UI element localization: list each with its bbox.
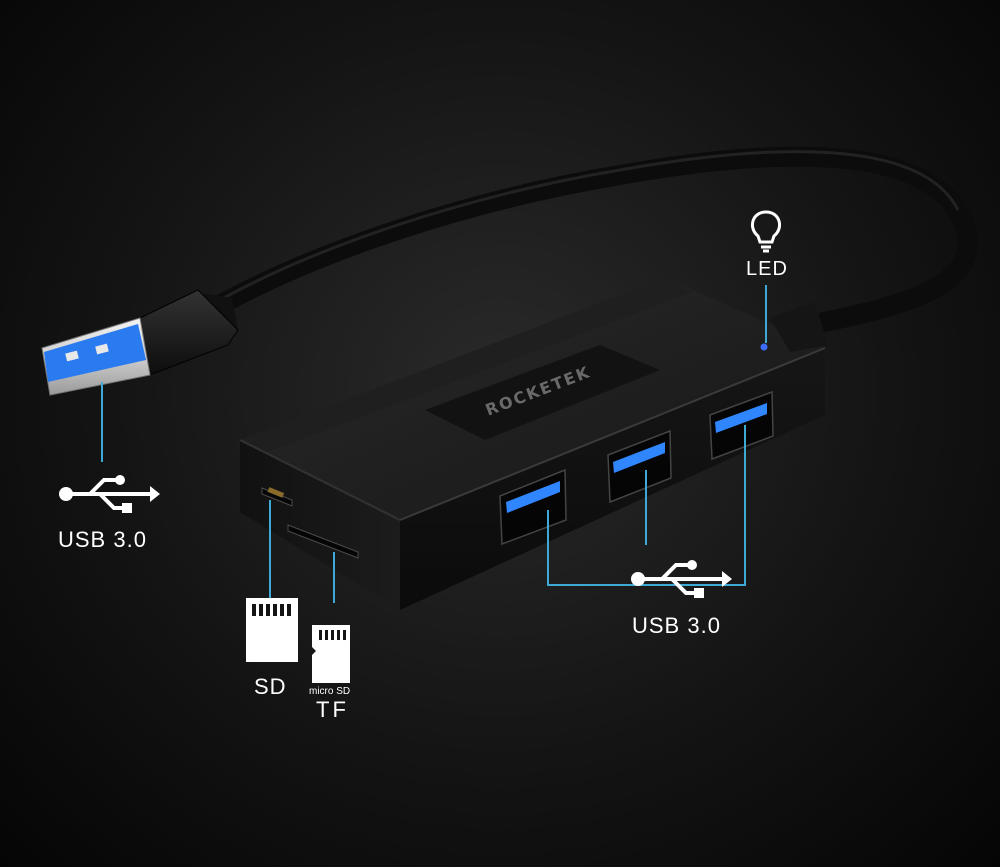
usb-cable [210,146,978,335]
micro-sd-card-slot [287,524,359,559]
usb-icon [59,475,160,513]
micro-sd-card-icon [312,625,350,683]
led-label: LED [746,258,788,280]
sd-card-slot [261,487,293,507]
hub-usb-port-1 [499,468,567,546]
hub-usb-port-3 [709,390,774,461]
usb-plug-label: USB 3.0 [58,527,147,552]
usb-icon [631,560,732,598]
sd-label: SD [254,674,287,699]
micro-sd-label: micro SD [309,686,351,697]
usb-ports-label: USB 3.0 [632,613,721,638]
callout-lines [101,285,767,603]
usb-a-plug [41,289,239,396]
lightbulb-icon [750,210,782,253]
sd-card-icon [246,598,298,662]
tf-label: TF [316,697,349,722]
led-indicator [760,343,768,351]
hub-usb-port-2 [607,429,672,504]
